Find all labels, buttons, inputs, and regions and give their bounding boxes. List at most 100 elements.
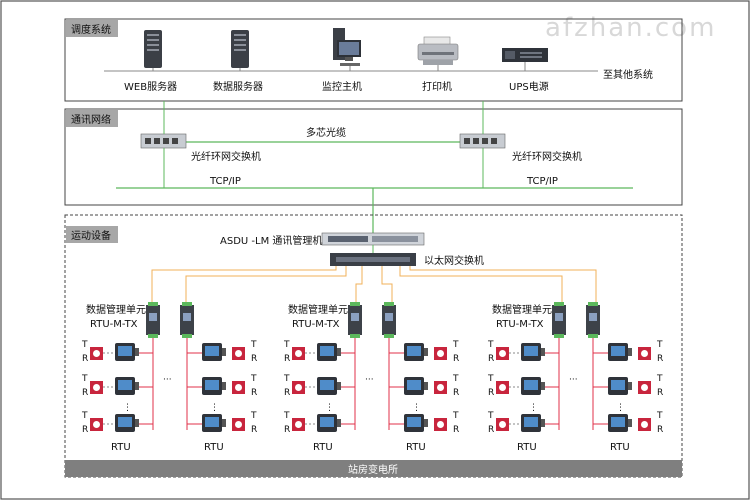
t-label: T	[452, 340, 459, 350]
dmu-terminal	[588, 302, 598, 306]
other-system-label: 至其他系统	[603, 68, 653, 81]
r-label: R	[82, 354, 88, 364]
ct-sensor-icon	[90, 381, 103, 394]
dmu-title-label: 数据管理单元	[86, 303, 146, 316]
meter-icon	[202, 414, 226, 432]
ct-sensor-icon	[434, 381, 447, 394]
dmu-terminal	[350, 334, 360, 338]
meter-screen	[320, 417, 334, 427]
bottom-bar-label: 站房变电所	[348, 463, 398, 476]
ct-hole	[641, 350, 648, 357]
meter-icon	[521, 343, 545, 361]
dmu-terminal	[588, 334, 598, 338]
meter-screen	[611, 417, 625, 427]
ct-hole	[295, 421, 302, 428]
r-label: R	[488, 354, 494, 364]
t-label: T	[81, 340, 88, 350]
meter-side	[222, 419, 226, 427]
t-label: T	[283, 411, 290, 421]
meter-icon	[608, 377, 632, 395]
section-tab	[66, 226, 118, 243]
fiber-cable-label: 多芯光缆	[306, 126, 346, 139]
dmu-title-label: 数据管理单元	[492, 303, 552, 316]
ct-hole	[295, 384, 302, 391]
ct-hole	[641, 421, 648, 428]
meter-side	[424, 382, 428, 390]
manager-unit-icon	[321, 232, 425, 246]
ct-sensor-icon	[434, 418, 447, 431]
t-label: T	[250, 411, 257, 421]
meter-icon	[317, 343, 341, 361]
t-label: T	[487, 374, 494, 384]
meter-side	[424, 348, 428, 356]
r-label: R	[82, 388, 88, 398]
more-dots: ···	[365, 375, 374, 385]
more-dots: ···	[569, 375, 578, 385]
t-label: T	[452, 374, 459, 384]
dmu-icon	[382, 302, 396, 338]
meter-icon	[115, 343, 139, 361]
dmu-display	[589, 313, 597, 321]
dmu-display	[555, 313, 563, 321]
fiber-switch-right-icon	[459, 133, 506, 149]
meter-icon	[202, 343, 226, 361]
data-server-icon	[231, 30, 249, 68]
section-tab	[66, 110, 118, 127]
ct-sensor-icon	[232, 381, 245, 394]
meter-side	[628, 419, 632, 427]
r-label: R	[82, 425, 88, 435]
vertical-dots: ⋮	[325, 403, 334, 413]
section-title-field: 运动设备	[71, 229, 111, 242]
ct-sensor-icon	[292, 381, 305, 394]
vertical-dots: ⋮	[210, 403, 219, 413]
rtu-label: RTU	[204, 442, 224, 453]
meter-side	[541, 419, 545, 427]
dmu-terminal	[182, 334, 192, 338]
rtu-label: RTU	[313, 442, 333, 453]
vertical-dots: ⋮	[412, 403, 421, 413]
ct-sensor-icon	[638, 347, 651, 360]
meter-screen	[524, 380, 538, 390]
more-dots: ···	[163, 375, 172, 385]
ups-icon	[502, 48, 548, 62]
ct-sensor-icon	[638, 418, 651, 431]
t-label: T	[452, 411, 459, 421]
meter-side	[628, 382, 632, 390]
meter-screen	[524, 417, 538, 427]
r-label: R	[251, 354, 257, 364]
bottom-bar	[65, 460, 682, 477]
meter-screen	[320, 346, 334, 356]
ct-sensor-icon	[496, 381, 509, 394]
dmu-display	[149, 313, 157, 321]
monitor-host-icon	[333, 28, 361, 66]
meter-side	[222, 348, 226, 356]
meter-side	[135, 419, 139, 427]
meter-icon	[317, 377, 341, 395]
meter-icon	[521, 414, 545, 432]
ct-sensor-icon	[292, 347, 305, 360]
vertical-dots: ⋮	[529, 403, 538, 413]
monitor-host-label: 监控主机	[322, 80, 362, 93]
web-server-icon	[144, 30, 162, 68]
dmu-model-label: RTU-M-TX	[90, 319, 138, 330]
meter-icon	[115, 377, 139, 395]
r-label: R	[284, 425, 290, 435]
t-label: T	[250, 374, 257, 384]
tcpip-left-label: TCP/IP	[209, 176, 241, 187]
meter-icon	[404, 343, 428, 361]
meter-side	[222, 382, 226, 390]
ct-sensor-icon	[434, 347, 447, 360]
meter-side	[337, 348, 341, 356]
r-label: R	[657, 354, 663, 364]
r-label: R	[488, 388, 494, 398]
r-label: R	[453, 425, 459, 435]
ct-hole	[499, 350, 506, 357]
ct-sensor-icon	[638, 381, 651, 394]
dmu-icon	[552, 302, 566, 338]
r-label: R	[453, 354, 459, 364]
dmu-terminal	[554, 334, 564, 338]
ct-hole	[437, 384, 444, 391]
meter-icon	[608, 414, 632, 432]
